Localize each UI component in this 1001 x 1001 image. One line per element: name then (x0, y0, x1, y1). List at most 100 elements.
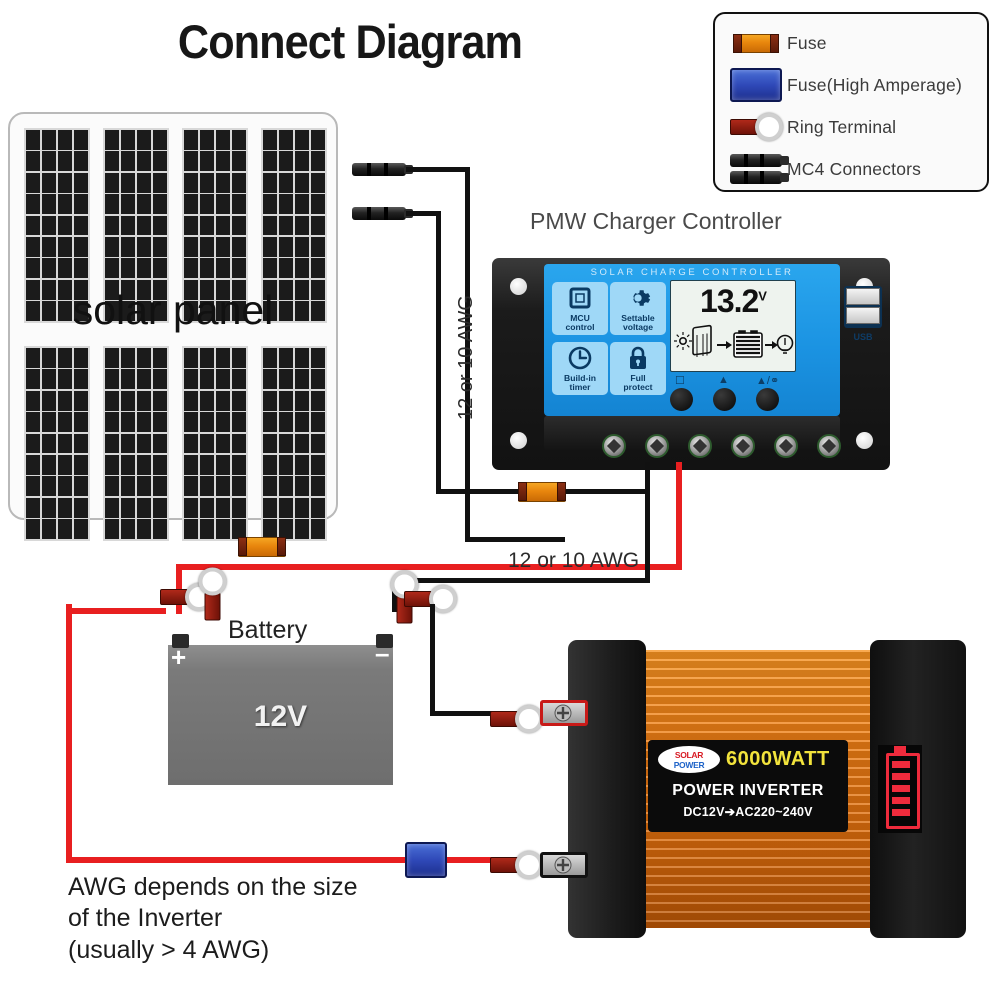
solar-cell (120, 236, 136, 257)
solar-cell (231, 172, 246, 193)
solar-cell (184, 476, 199, 497)
solar-cell (73, 130, 88, 150)
solar-cell (136, 412, 152, 433)
badge-full-protect: Full protect (610, 342, 666, 395)
wire-panel-positive (465, 167, 470, 542)
note-line: (usually > 4 AWG) (68, 935, 270, 964)
up-button[interactable] (713, 388, 736, 411)
solar-cell (105, 369, 120, 390)
solar-cell (41, 301, 57, 321)
solar-cell (184, 236, 199, 257)
badge-line1: Settable (621, 312, 655, 323)
wire-panel-positive (406, 167, 470, 172)
solar-cell (278, 348, 294, 368)
solar-cell (263, 236, 278, 257)
solar-cell (310, 412, 325, 433)
solar-cell (278, 194, 294, 215)
terminal-screw[interactable] (817, 434, 841, 458)
solar-cell (120, 476, 136, 497)
solar-cell (136, 519, 152, 539)
solar-power-logo: SOLAR POWER (658, 746, 720, 773)
solar-cell (215, 236, 231, 257)
solar-cell (57, 215, 73, 236)
inverter-negative-terminal[interactable] (540, 852, 588, 878)
solar-cell (215, 519, 231, 539)
mcu-chip-icon (567, 282, 593, 314)
solar-cell (41, 348, 57, 368)
solar-cell (41, 390, 57, 411)
solar-cell (278, 390, 294, 411)
inverter-positive-terminal[interactable] (540, 700, 588, 726)
solar-cell (199, 258, 215, 279)
solar-cell (294, 369, 310, 390)
solar-cell (231, 390, 246, 411)
solar-cell (278, 301, 294, 321)
solar-cell (73, 258, 88, 279)
solar-cell (199, 194, 215, 215)
solar-cell (310, 454, 325, 475)
inverter-name: POWER INVERTER (672, 782, 824, 799)
wire-controller-negative (645, 462, 650, 582)
badge-line1: Full (630, 372, 646, 383)
solar-cell (26, 519, 41, 539)
solar-cell (105, 301, 120, 321)
wire-battery-positive-stub (66, 608, 166, 614)
solar-cell (263, 301, 278, 321)
terminal-screw[interactable] (731, 434, 755, 458)
solar-cell (278, 215, 294, 236)
menu-button[interactable] (670, 388, 693, 411)
terminal-screw[interactable] (602, 434, 626, 458)
solar-cell (41, 412, 57, 433)
solar-cell (26, 172, 41, 193)
solar-cell (231, 258, 246, 279)
solar-cell (152, 151, 167, 172)
solar-cell (263, 433, 278, 454)
solar-cell (263, 454, 278, 475)
solar-cell (263, 194, 278, 215)
wire-battery-positive-to-inverter (66, 857, 411, 863)
light-button[interactable] (756, 388, 779, 411)
solar-cell (73, 279, 88, 300)
lcd-voltage-unit: V (758, 288, 767, 304)
solar-cell (231, 279, 246, 300)
usb-port[interactable] (846, 307, 880, 324)
solar-cell (57, 369, 73, 390)
solar-cell (57, 348, 73, 368)
solar-cell (136, 130, 152, 150)
solar-cell (41, 497, 57, 518)
solar-cell (294, 497, 310, 518)
legend-label: Fuse (787, 32, 827, 53)
terminal-screw[interactable] (688, 434, 712, 458)
solar-cell (120, 497, 136, 518)
solar-cell (263, 497, 278, 518)
solar-cell (152, 172, 167, 193)
solar-cell (136, 151, 152, 172)
solar-cell (263, 390, 278, 411)
usb-ports[interactable] (844, 286, 882, 328)
solar-cell (105, 151, 120, 172)
solar-cell (41, 369, 57, 390)
solar-cell (73, 215, 88, 236)
controller-faceplate: SOLAR CHARGE CONTROLLER MCU control Sett… (544, 264, 882, 416)
solar-cell (215, 390, 231, 411)
solar-cell (57, 194, 73, 215)
solar-cell (26, 236, 41, 257)
solar-cell (215, 130, 231, 150)
solar-cell (184, 348, 199, 368)
terminal-screw[interactable] (645, 434, 669, 458)
solar-cell (57, 301, 73, 321)
solar-cell (310, 151, 325, 172)
badge-build-in-timer: Build-in timer (552, 342, 608, 395)
wire-controller-positive (676, 462, 682, 570)
solar-cell (136, 390, 152, 411)
legend-item-fuse: Fuse (725, 22, 977, 64)
solar-cell (278, 258, 294, 279)
solar-cell (57, 258, 73, 279)
solar-cell (152, 194, 167, 215)
terminal-screw[interactable] (774, 434, 798, 458)
solar-panel-array (8, 112, 338, 541)
usb-port[interactable] (846, 288, 880, 305)
solar-cell (105, 348, 120, 368)
solar-cell (263, 348, 278, 368)
solar-cell (215, 454, 231, 475)
